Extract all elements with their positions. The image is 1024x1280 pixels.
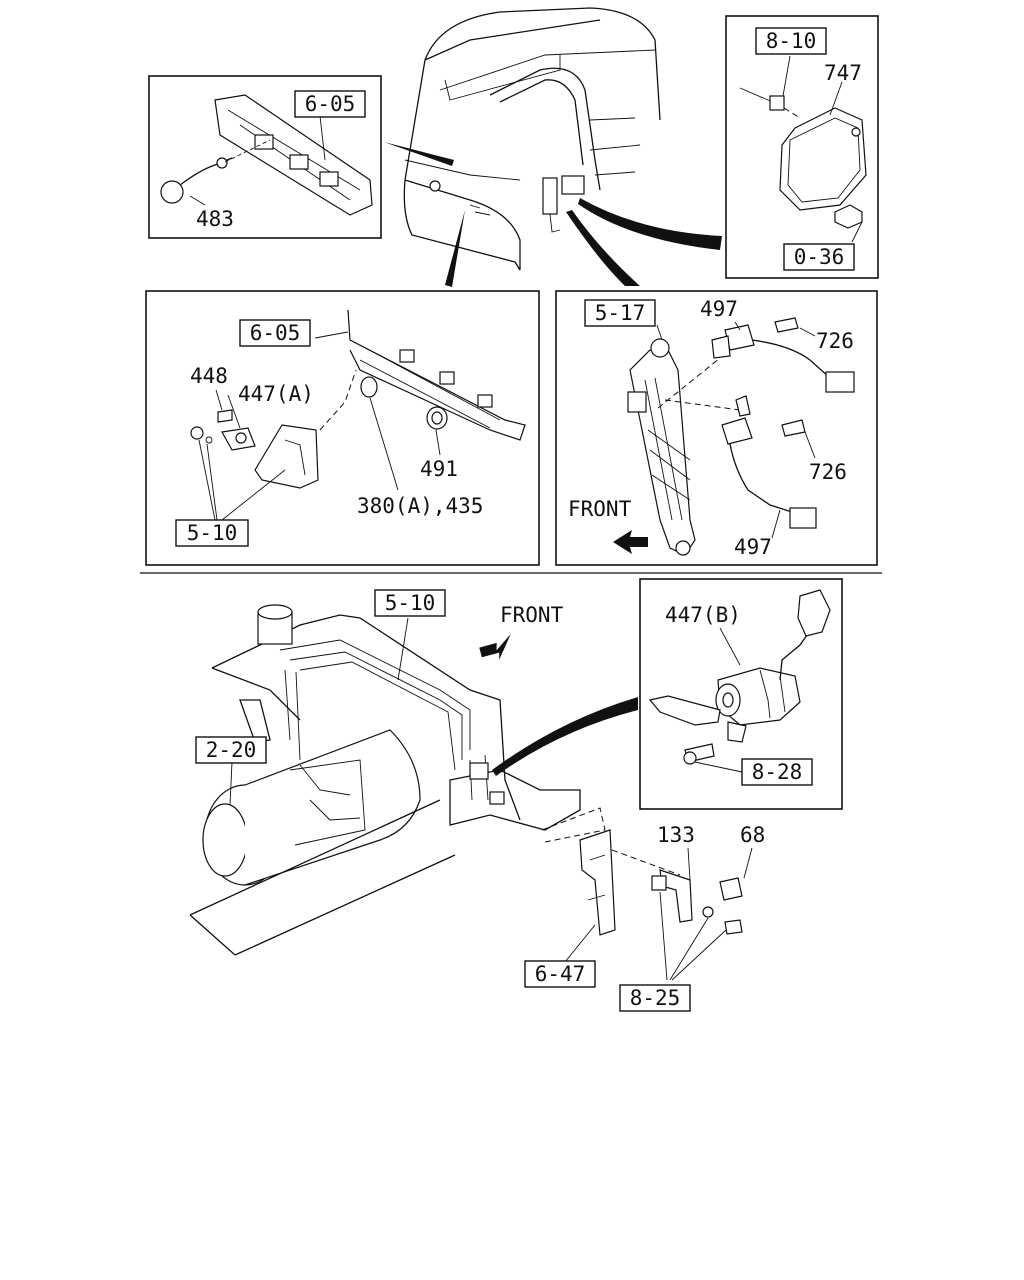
callout-497-top: 497 <box>700 297 738 321</box>
panel-sensor-447b: 447(B) 8-28 <box>639 578 843 810</box>
callout-8-10: 8-10 <box>755 27 827 55</box>
panel-column-517: 5-17 497 726 726 FRONT 497 <box>555 290 878 566</box>
callout-5-17: 5-17 <box>584 299 656 327</box>
cab-illustration <box>403 7 661 271</box>
callout-text: 8-10 <box>766 29 817 53</box>
callout-447b: 447(B) <box>665 603 741 627</box>
front-arrow-icon <box>613 530 648 554</box>
callout-380a-435: 380(A),435 <box>357 494 483 518</box>
callout-726-top: 726 <box>816 329 854 353</box>
callout-text: 5-10 <box>385 591 436 615</box>
leader-wedge <box>578 198 722 250</box>
callout-68: 68 <box>740 823 765 847</box>
leader-wedge <box>384 142 454 166</box>
callout-497-bot: 497 <box>734 535 772 559</box>
callout-text: 6-47 <box>535 962 586 986</box>
panel-module-747: 8-10 747 0-36 <box>725 15 879 279</box>
callout-8-25: 8-25 <box>619 984 691 1012</box>
leader-wedge <box>492 697 638 776</box>
callout-text: 2-20 <box>206 738 257 762</box>
callout-448: 448 <box>190 364 228 388</box>
callout-133: 133 <box>657 823 695 847</box>
callout-text: 8-25 <box>630 986 681 1010</box>
callout-726-bot: 726 <box>809 460 847 484</box>
callout-text: 5-17 <box>595 301 646 325</box>
callout-747: 747 <box>824 61 862 85</box>
callout-0-36: 0-36 <box>783 243 855 271</box>
callout-text: 6-05 <box>305 92 356 116</box>
callout-8-28: 8-28 <box>741 758 813 786</box>
callout-5-10-mid: 5-10 <box>175 519 249 547</box>
panel-sensor-483: 6-05 483 <box>148 75 382 239</box>
callout-front-low: FRONT <box>500 603 564 627</box>
callout-447a: 447(A) <box>238 382 314 406</box>
front-arrow-icon <box>479 633 511 660</box>
callout-6-05-mid: 6-05 <box>239 319 311 347</box>
leader-wedge <box>566 210 640 286</box>
callout-text: 8-28 <box>752 760 803 784</box>
panel-bracket-447a: 6-05 448 447(A) 491 380(A),435 5-10 <box>145 290 540 566</box>
callout-text: 6-05 <box>250 321 301 345</box>
callout-text: 5-10 <box>187 521 238 545</box>
chassis-illustration <box>189 604 753 981</box>
callout-483: 483 <box>196 207 234 231</box>
callout-6-05-top: 6-05 <box>294 90 366 118</box>
callout-5-10-low: 5-10 <box>374 589 446 617</box>
callout-2-20: 2-20 <box>195 736 267 764</box>
callout-front-right: FRONT <box>568 497 632 521</box>
callout-text: 0-36 <box>794 245 845 269</box>
callout-491: 491 <box>420 457 458 481</box>
callout-6-47: 6-47 <box>524 960 596 988</box>
leader-wedge <box>445 210 465 287</box>
